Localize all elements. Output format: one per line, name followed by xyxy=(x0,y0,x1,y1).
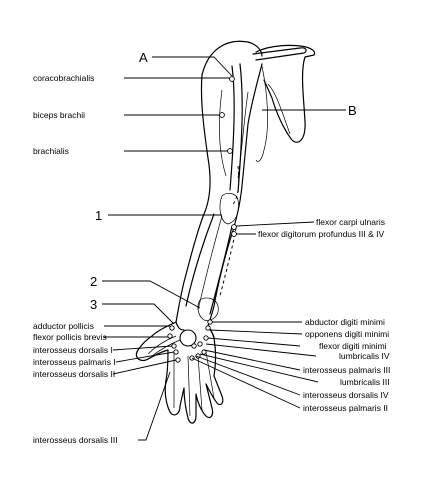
label-B: B xyxy=(348,103,357,118)
label-brachialis: brachialis xyxy=(33,146,69,156)
label-interosseus-dorsalis-II: interosseus dorsalis II xyxy=(33,369,115,379)
arm-lateral-contour xyxy=(175,74,211,323)
label-flexor-digiti-minimi: flexor digiti minimi xyxy=(319,341,387,351)
label-interosseus-palmaris-III: interosseus palmaris III xyxy=(303,365,390,375)
label-flexor-pollicis-brevis: flexor pollicis brevis xyxy=(33,332,107,342)
wrist-pisiform xyxy=(197,297,219,321)
hand-marker-dots xyxy=(167,319,213,363)
dashed-line-upper xyxy=(231,165,240,207)
label-interosseus-palmaris-II: interosseus palmaris II xyxy=(303,403,388,413)
label-opponens-digiti-minimi: opponens digiti minimi xyxy=(305,329,389,339)
forearm-inner-line xyxy=(197,215,223,311)
label-lumbricalis-III: lumbricalis III xyxy=(340,377,390,387)
scapula-spine xyxy=(267,83,291,135)
label-flexor-carpi-ulnaris: flexor carpi ulnaris xyxy=(316,217,385,227)
leader-lines xyxy=(102,56,346,441)
label-interosseus-palmaris-I: interosseus palmaris I xyxy=(33,357,116,367)
labels: A B coracobrachialis biceps brachii brac… xyxy=(33,50,390,445)
humerus-shaft xyxy=(229,63,243,193)
biceps-contour xyxy=(219,89,249,179)
ulna-bone xyxy=(209,225,233,315)
arm-medial-contour xyxy=(207,63,263,327)
muscle-strap xyxy=(255,65,268,162)
label-flexor-digitorum-profundus: flexor digitorum profundus III & IV xyxy=(258,229,384,239)
thumb-lines xyxy=(147,335,181,357)
label-A: A xyxy=(139,50,148,65)
radius-bone xyxy=(185,213,215,307)
arm-illustration xyxy=(135,40,316,424)
label-adductor-pollicis: adductor pollicis xyxy=(33,321,94,331)
clavicle-outline xyxy=(252,47,307,61)
label-biceps-brachii: biceps brachii xyxy=(33,110,85,120)
label-3: 3 xyxy=(90,297,97,312)
label-coracobrachialis: coracobrachialis xyxy=(33,73,94,83)
label-abductor-digiti-minimi: abductor digiti minimi xyxy=(305,317,385,327)
palm-muscle-circle xyxy=(179,329,197,347)
hand-outline xyxy=(135,321,224,424)
label-lumbricalis-IV: lumbricalis IV xyxy=(339,351,390,361)
label-interosseus-dorsalis-III: interosseus dorsalis III xyxy=(33,435,118,445)
label-2: 2 xyxy=(90,274,97,289)
label-1: 1 xyxy=(95,208,102,223)
label-interosseus-dorsalis-I: interosseus dorsalis I xyxy=(33,345,113,355)
label-interosseus-dorsalis-IV: interosseus dorsalis IV xyxy=(303,390,389,400)
dashed-line-forearm xyxy=(219,227,237,297)
elbow-joint xyxy=(219,193,239,225)
scapula-outline xyxy=(255,44,316,143)
finger-lines xyxy=(173,351,215,417)
